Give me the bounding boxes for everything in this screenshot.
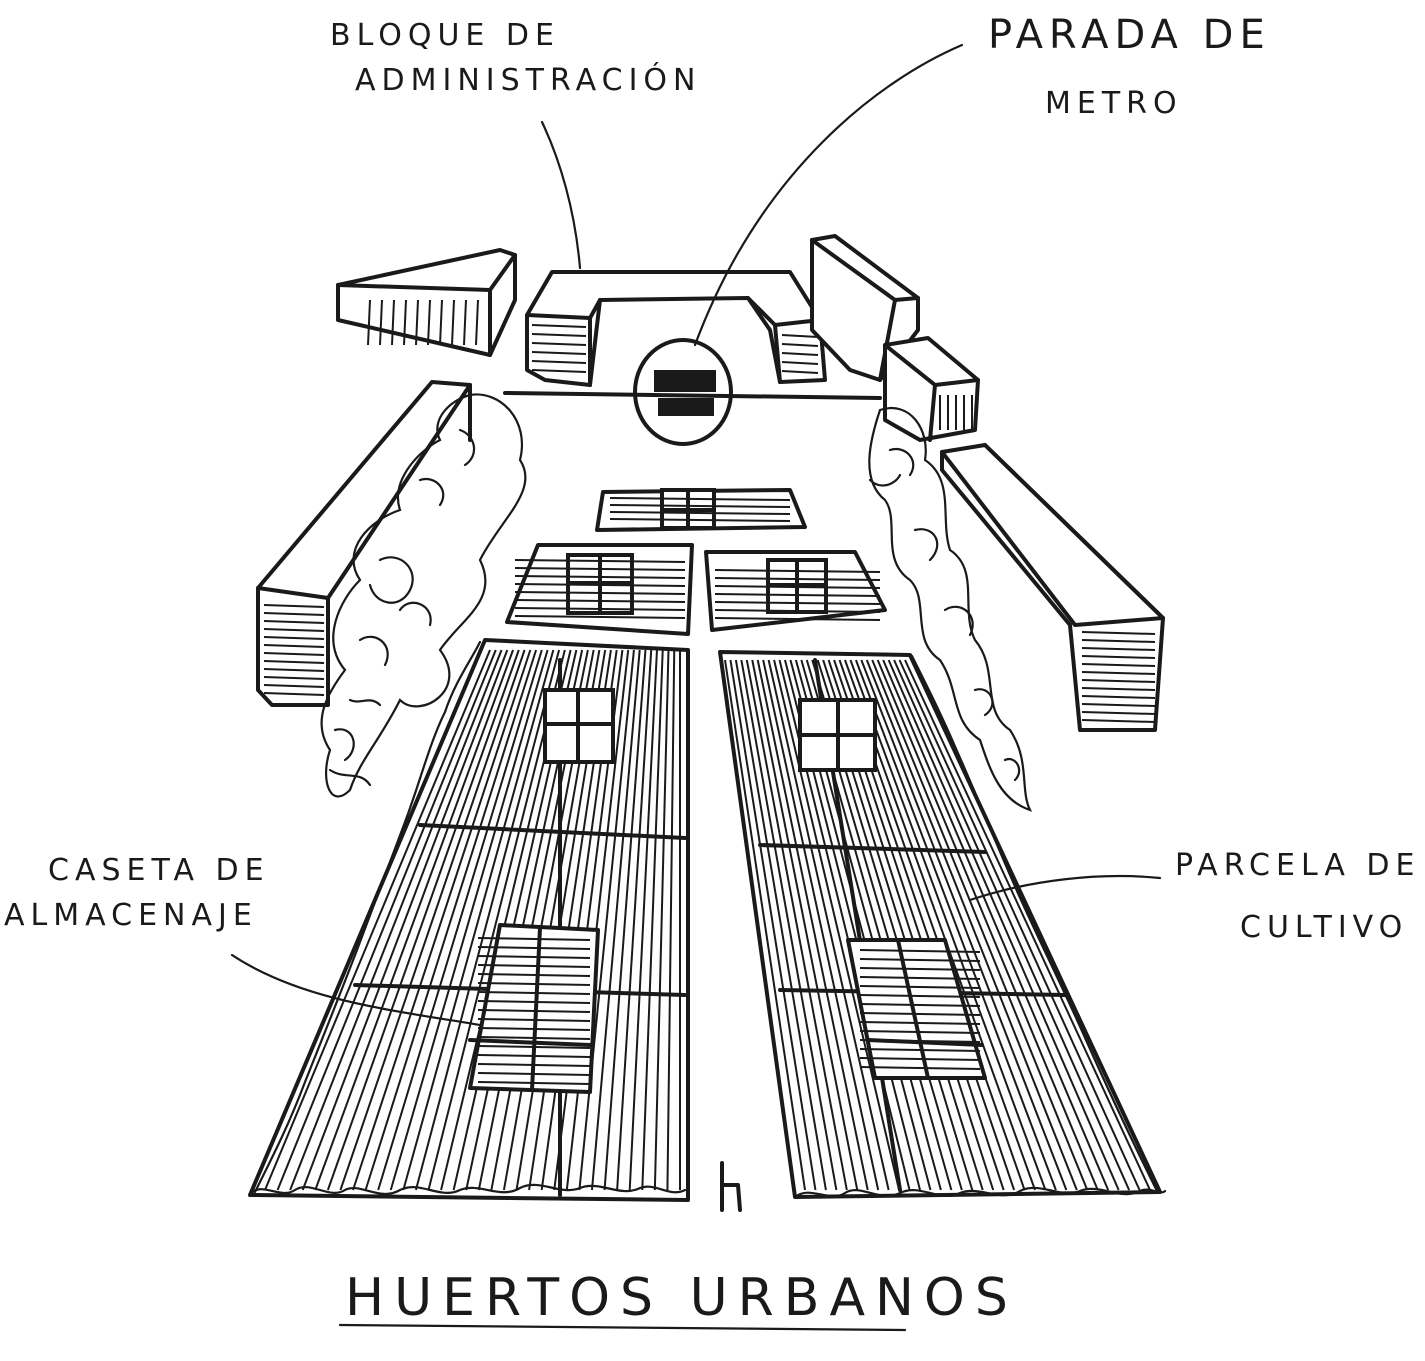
plot-right-large xyxy=(718,650,1162,1199)
label-administration-block: BLOQUE DE ADMINISTRACIÓN xyxy=(330,18,702,98)
right-small-block xyxy=(883,336,980,442)
human-figure xyxy=(720,1161,742,1212)
label-storage-shed: CASETA DE ALMACENAJE xyxy=(4,853,270,933)
administration-block xyxy=(525,270,827,387)
drawing-title: HUERTOS URBANOS xyxy=(345,1268,1018,1328)
plot-top-center xyxy=(595,488,807,532)
plot-middle-left xyxy=(505,543,694,636)
storage-shed-left xyxy=(468,923,600,1094)
right-tree-row xyxy=(868,407,1033,812)
background-buildings xyxy=(336,234,980,442)
label-metro-stop: PARADA DE METRO xyxy=(988,12,1271,121)
label-caseta-line2: ALMACENAJE xyxy=(4,898,258,933)
label-admin-line2: ADMINISTRACIÓN xyxy=(355,61,702,98)
label-metro-line1: PARADA DE xyxy=(988,12,1271,58)
plot-middle-right xyxy=(704,550,887,632)
label-parcela-line1: PARCELA DE xyxy=(1175,848,1420,883)
label-cultivation-plot: PARCELA DE CULTIVO xyxy=(1175,848,1420,945)
label-admin-line1: BLOQUE DE xyxy=(330,18,560,53)
label-parcela-line2: CULTIVO xyxy=(1240,910,1408,945)
leader-lines xyxy=(230,43,1162,1332)
right-long-building xyxy=(940,443,1165,732)
hedge-borders xyxy=(248,640,1167,1199)
label-metro-line2: METRO xyxy=(1045,86,1183,121)
left-tree-row xyxy=(320,393,527,798)
far-left-block xyxy=(336,248,517,357)
metro-stop xyxy=(633,338,733,446)
plot-left-large xyxy=(248,638,690,1202)
label-caseta-line1: CASETA DE xyxy=(48,853,270,888)
storage-shed-right xyxy=(846,938,987,1080)
